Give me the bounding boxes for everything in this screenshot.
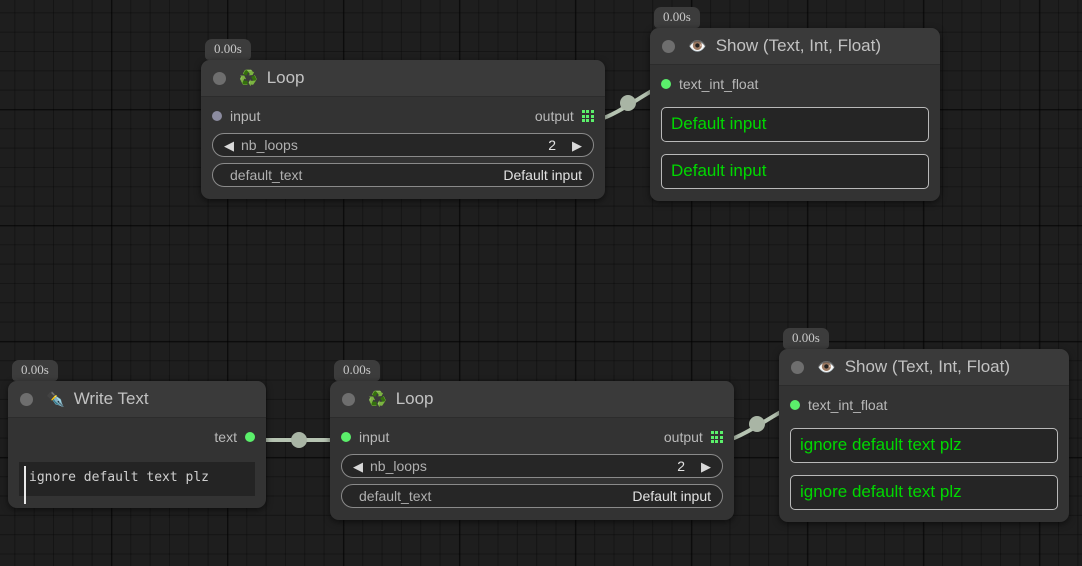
- field-label: default_text: [230, 167, 303, 183]
- node-status-dot[interactable]: [342, 392, 355, 406]
- edge-handle[interactable]: [291, 432, 307, 448]
- output-port-dot[interactable]: [245, 432, 255, 442]
- node-show-bottom[interactable]: 👁️ Show (Text, Int, Float) text_int_floa…: [779, 349, 1069, 522]
- node-title: Loop: [266, 68, 305, 87]
- node-header[interactable]: ♻️ Loop: [330, 381, 734, 418]
- output-value-box: Default input: [661, 154, 929, 189]
- field-label: nb_loops: [370, 458, 427, 474]
- node-header[interactable]: ♻️ Loop: [201, 60, 605, 97]
- input-port-dot[interactable]: [212, 111, 222, 121]
- edge-loop-bottom-to-show-bottom[interactable]: [727, 407, 787, 442]
- node-time-badge: 0.00s: [334, 360, 380, 382]
- recycle-icon: ♻️: [239, 69, 258, 87]
- stepper-right-icon[interactable]: ▶: [572, 137, 582, 153]
- input-port-label: text_int_float: [679, 76, 759, 92]
- output-grid-icon[interactable]: [710, 430, 723, 444]
- node-body: input output ◀ nb_loops 2 ▶ default_text…: [201, 97, 605, 199]
- node-time-badge: 0.00s: [12, 360, 58, 382]
- output-port-label: text: [214, 429, 237, 445]
- node-body: text_int_float ignore default text plz i…: [779, 386, 1069, 522]
- recycle-icon: ♻️: [368, 390, 387, 408]
- text-caret: [24, 466, 26, 504]
- field-nb-loops[interactable]: ◀ nb_loops 2 ▶: [341, 454, 723, 478]
- node-body: text ignore default text plz: [8, 418, 266, 508]
- node-body: text_int_float Default input Default inp…: [650, 65, 940, 201]
- output-value-box: ignore default text plz: [790, 475, 1058, 510]
- node-title: Loop: [395, 389, 434, 408]
- output-port-label: output: [534, 108, 574, 124]
- edge-handle[interactable]: [620, 95, 636, 111]
- field-nb-loops[interactable]: ◀ nb_loops 2 ▶: [212, 133, 594, 157]
- field-value[interactable]: 2: [677, 458, 685, 474]
- output-port-label: output: [663, 429, 703, 445]
- eye-icon: 👁️: [688, 37, 707, 55]
- text-editor-value[interactable]: ignore default text plz: [29, 470, 210, 485]
- input-port-dot[interactable]: [661, 79, 671, 89]
- port-row: text: [19, 426, 255, 448]
- node-title: Write Text: [73, 389, 149, 408]
- port-row: input output: [212, 105, 594, 127]
- stepper-left-icon[interactable]: ◀: [224, 137, 234, 153]
- node-status-dot[interactable]: [20, 392, 33, 406]
- input-port-dot[interactable]: [341, 432, 351, 442]
- node-header[interactable]: 👁️ Show (Text, Int, Float): [650, 28, 940, 65]
- node-time-badge: 0.00s: [205, 39, 251, 61]
- field-value[interactable]: Default input: [632, 488, 711, 504]
- node-time-badge: 0.00s: [654, 7, 700, 29]
- port-row: text_int_float: [661, 73, 929, 95]
- edge-handle[interactable]: [749, 416, 765, 432]
- eye-icon: 👁️: [817, 358, 836, 376]
- port-row: text_int_float: [790, 394, 1058, 416]
- node-header[interactable]: ✒️ Write Text: [8, 381, 266, 418]
- input-port-label: input: [230, 108, 261, 124]
- node-loop-top[interactable]: ♻️ Loop input output ◀ nb_loops 2 ▶ defa…: [201, 60, 605, 199]
- field-label: default_text: [359, 488, 432, 504]
- output-value-box: ignore default text plz: [790, 428, 1058, 463]
- field-default-text[interactable]: default_text Default input: [212, 163, 594, 187]
- input-port-label: input: [359, 429, 390, 445]
- node-loop-bottom[interactable]: ♻️ Loop input output ◀ nb_loops 2 ▶ defa…: [330, 381, 734, 520]
- node-title: Show (Text, Int, Float): [844, 357, 1011, 376]
- node-header[interactable]: 👁️ Show (Text, Int, Float): [779, 349, 1069, 386]
- stepper-left-icon[interactable]: ◀: [353, 458, 363, 474]
- node-body: input output ◀ nb_loops 2 ▶ default_text…: [330, 418, 734, 520]
- field-label: nb_loops: [241, 137, 298, 153]
- node-status-dot[interactable]: [213, 71, 226, 85]
- node-time-badge: 0.00s: [783, 328, 829, 350]
- port-row: input output: [341, 426, 723, 448]
- output-grid-icon[interactable]: [581, 109, 594, 123]
- output-value-box: Default input: [661, 107, 929, 142]
- node-status-dot[interactable]: [662, 39, 675, 53]
- edge-loop-top-to-show-top[interactable]: [599, 86, 658, 121]
- node-show-top[interactable]: 👁️ Show (Text, Int, Float) text_int_floa…: [650, 28, 940, 201]
- text-editor[interactable]: ignore default text plz: [19, 462, 255, 504]
- field-value[interactable]: Default input: [503, 167, 582, 183]
- stepper-right-icon[interactable]: ▶: [701, 458, 711, 474]
- node-status-dot[interactable]: [791, 360, 804, 374]
- node-title: Show (Text, Int, Float): [715, 36, 882, 55]
- field-default-text[interactable]: default_text Default input: [341, 484, 723, 508]
- node-write-text[interactable]: ✒️ Write Text text ignore default text p…: [8, 381, 266, 508]
- input-port-dot[interactable]: [790, 400, 800, 410]
- pen-nib-icon: ✒️: [46, 390, 65, 408]
- field-value[interactable]: 2: [548, 137, 556, 153]
- input-port-label: text_int_float: [808, 397, 888, 413]
